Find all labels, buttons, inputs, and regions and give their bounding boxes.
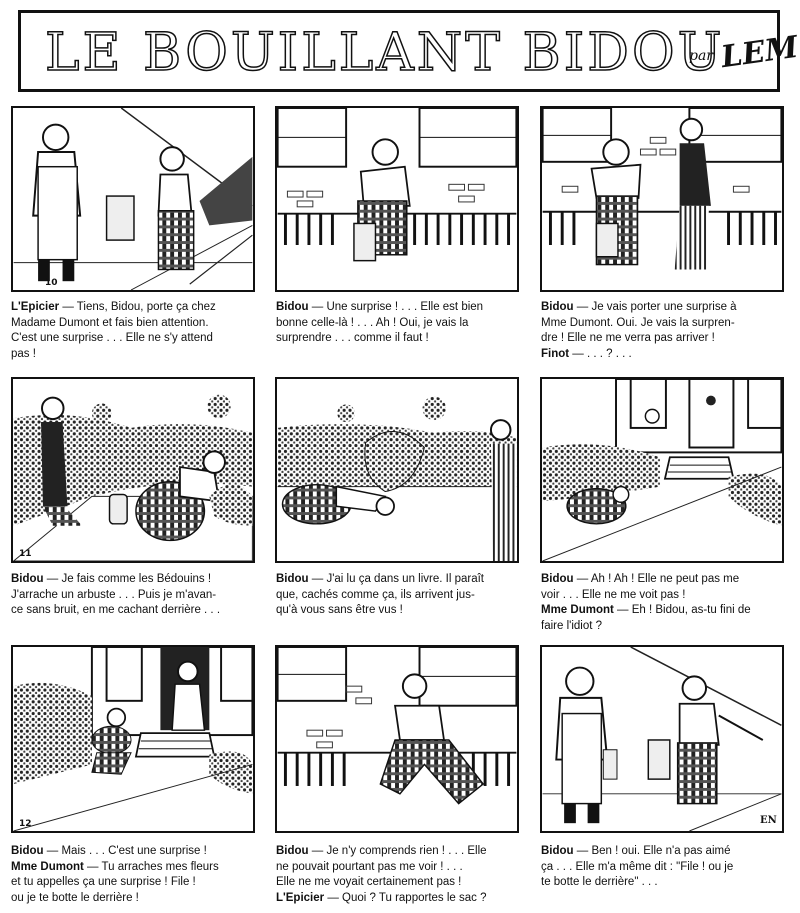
dialogue: — Je n'y comprends rien ! . . . Elle	[308, 845, 487, 857]
dialogue: — Je fais comme les Bédouins !	[43, 573, 212, 585]
comic-panel-8	[275, 645, 519, 833]
dialogue: ou je te botte le derrière !	[11, 891, 139, 904]
dialogue: — Tu arraches mes fleurs	[83, 860, 219, 873]
dialogue: — Ah ! Ah ! Elle ne peut pas me	[573, 573, 740, 585]
comic-panel-2	[275, 106, 519, 292]
panel-5-drawing	[277, 396, 517, 561]
caption-panel-2: Bidou — Une surprise ! . . . Elle est bi…	[276, 300, 521, 347]
comic-panel-4: 11	[11, 377, 255, 563]
caption-panel-5: Bidou — J'ai lu ça dans un livre. Il par…	[276, 572, 521, 619]
panel-number: 10	[45, 278, 58, 288]
comic-panel-6	[540, 377, 784, 563]
comic-panel-5	[275, 377, 519, 563]
dialogue: Elle ne me voyait certainement pas !	[276, 876, 462, 888]
panel-7-drawing	[13, 647, 253, 831]
author-name: LEM	[718, 29, 800, 76]
dialogue: faire l'idiot ?	[541, 619, 603, 632]
comic-panel-3	[540, 106, 784, 292]
speaker: Mme Dumont	[11, 860, 84, 873]
dialogue: — Ben ! oui. Elle n'a pas aimé	[573, 845, 731, 857]
speaker: Mme Dumont	[541, 604, 614, 616]
caption-panel-3: Bidou — Je vais porter une surprise à Mm…	[541, 300, 786, 362]
panel-2-drawing	[277, 108, 517, 262]
comic-title: LE BOUILLANT BIDOU	[44, 22, 725, 84]
dialogue: surprendre . . . comme il faut !	[276, 332, 429, 344]
panel-number: 11	[19, 549, 32, 559]
caption-panel-6: Bidou — Ah ! Ah ! Elle ne peut pas me vo…	[541, 572, 786, 634]
dialogue: bonne celle-là ! . . . Ah ! Oui, je vais…	[276, 316, 469, 329]
dialogue: que, cachés comme ça, ils arrivent jus-	[276, 588, 475, 601]
comic-panel-7: 12	[11, 645, 255, 833]
speaker: L'Epicier	[11, 301, 60, 313]
caption-panel-9: Bidou — Ben ! oui. Elle n'a pas aimé ça …	[541, 844, 786, 891]
panel-number: 12	[19, 819, 32, 829]
panel-6-drawing	[542, 379, 782, 561]
panel-8-drawing	[277, 647, 517, 805]
dialogue: et tu appelles ça une surprise ! File !	[11, 876, 196, 888]
comic-panel-1: 10	[11, 106, 255, 292]
dialogue: — Je vais porter une surprise à	[573, 301, 737, 313]
panel-3-drawing	[542, 108, 782, 270]
dialogue: ça . . . Elle m'a même dit : "File ! ou …	[541, 860, 734, 873]
dialogue: J'arrache un arbuste . . . Puis je m'ava…	[11, 588, 217, 601]
panel-9-drawing	[542, 647, 782, 831]
dialogue: te botte le derrière" . . .	[541, 876, 658, 888]
speaker: Bidou	[11, 573, 44, 585]
speaker: Finot	[541, 347, 570, 360]
speaker: Bidou	[276, 573, 309, 585]
speaker: Bidou	[276, 301, 309, 313]
speaker: Bidou	[11, 845, 44, 857]
dialogue: — . . . ? . . .	[569, 347, 632, 360]
comic-panel-9: EN	[540, 645, 784, 833]
dialogue: voir . . . Elle ne me voit pas !	[541, 588, 686, 601]
caption-panel-8: Bidou — Je n'y comprends rien ! . . . El…	[276, 844, 521, 906]
dialogue: — J'ai lu ça dans un livre. Il paraît	[308, 573, 484, 585]
dialogue: — Une surprise ! . . . Elle est bien	[308, 301, 484, 313]
artist-signature: EN	[760, 815, 777, 826]
dialogue: — Eh ! Bidou, as-tu fini de	[613, 604, 751, 616]
dialogue: — Mais . . . C'est une surprise !	[43, 845, 207, 857]
speaker: L'Epicier	[276, 891, 325, 904]
dialogue: Madame Dumont et fais bien attention.	[11, 316, 209, 329]
caption-panel-1: L'Epicier — Tiens, Bidou, porte ça chez …	[11, 300, 256, 362]
panel-1-drawing	[13, 108, 253, 290]
dialogue: — Quoi ? Tu rapportes le sac ?	[324, 891, 487, 904]
caption-panel-7: Bidou — Mais . . . C'est une surprise ! …	[11, 844, 256, 906]
dialogue: Mme Dumont. Oui. Je vais la surpren-	[541, 316, 735, 329]
speaker: Bidou	[541, 845, 574, 857]
dialogue: C'est une surprise . . . Elle ne s'y att…	[11, 332, 213, 344]
comic-title-banner: LE BOUILLANT BIDOU par LEM	[18, 10, 800, 92]
caption-panel-4: Bidou — Je fais comme les Bédouins ! J'a…	[11, 572, 256, 619]
panel-4-drawing	[13, 394, 253, 561]
speaker: Bidou	[541, 573, 574, 585]
dialogue: — Tiens, Bidou, porte ça chez	[59, 301, 216, 313]
byline-par: par	[689, 48, 714, 64]
dialogue: ce sans bruit, en me cachant derrière . …	[11, 604, 221, 616]
dialogue: ne pouvait pourtant pas me voir ! . . .	[276, 860, 463, 873]
speaker: Bidou	[541, 301, 574, 313]
speaker: Bidou	[276, 845, 309, 857]
dialogue: pas !	[11, 347, 36, 360]
dialogue: qu'à vous sans être vus !	[276, 604, 403, 616]
dialogue: dre ! Elle ne me verra pas arriver !	[541, 332, 715, 344]
